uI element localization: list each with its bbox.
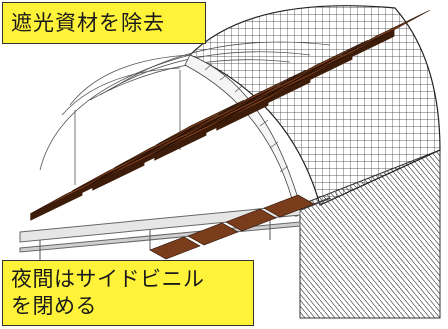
- seedling-tray: [280, 39, 368, 86]
- seedling-tray: [196, 85, 284, 132]
- callout-close-side-vinyl-line2: を閉める: [11, 294, 97, 318]
- seedling-tray: [216, 78, 304, 125]
- tray-side: [92, 158, 145, 191]
- tray-side: [30, 188, 83, 221]
- callout-remove-shade: 遮光資材を除去: [2, 2, 206, 44]
- seedling-tray: [342, 9, 430, 56]
- tray-side: [342, 29, 395, 62]
- seedling-tray: [176, 92, 264, 139]
- seedling-tray: [114, 122, 202, 169]
- seedling-tray: [156, 99, 244, 146]
- shade-net: [188, 5, 441, 206]
- callout-close-side-vinyl-line1: 夜間はサイドビニル: [11, 267, 205, 291]
- seedling-tray: [134, 115, 222, 162]
- seedling-tray: [154, 108, 242, 155]
- seedling-tray: [300, 32, 388, 79]
- seedling-tray: [218, 69, 306, 116]
- tray-side: [258, 75, 311, 108]
- seedling-trays: [30, 9, 430, 260]
- tray-side: [216, 98, 269, 131]
- tray-side: [154, 128, 207, 161]
- seedling-tray: [149, 236, 201, 260]
- seedling-tray: [225, 208, 277, 232]
- seedling-tray: [30, 168, 118, 215]
- seedling-tray: [263, 194, 315, 218]
- callout-remove-shade-text: 遮光資材を除去: [11, 11, 165, 35]
- seedling-tray: [187, 222, 239, 246]
- tray-side: [300, 52, 353, 85]
- roof-frame: [39, 41, 331, 185]
- seedling-tray: [258, 55, 346, 102]
- seedling-tray: [92, 138, 180, 185]
- seedling-tray: [238, 62, 326, 109]
- seedling-tray: [72, 145, 160, 192]
- callout-close-side-vinyl: 夜間はサイドビニル を閉める: [2, 260, 254, 326]
